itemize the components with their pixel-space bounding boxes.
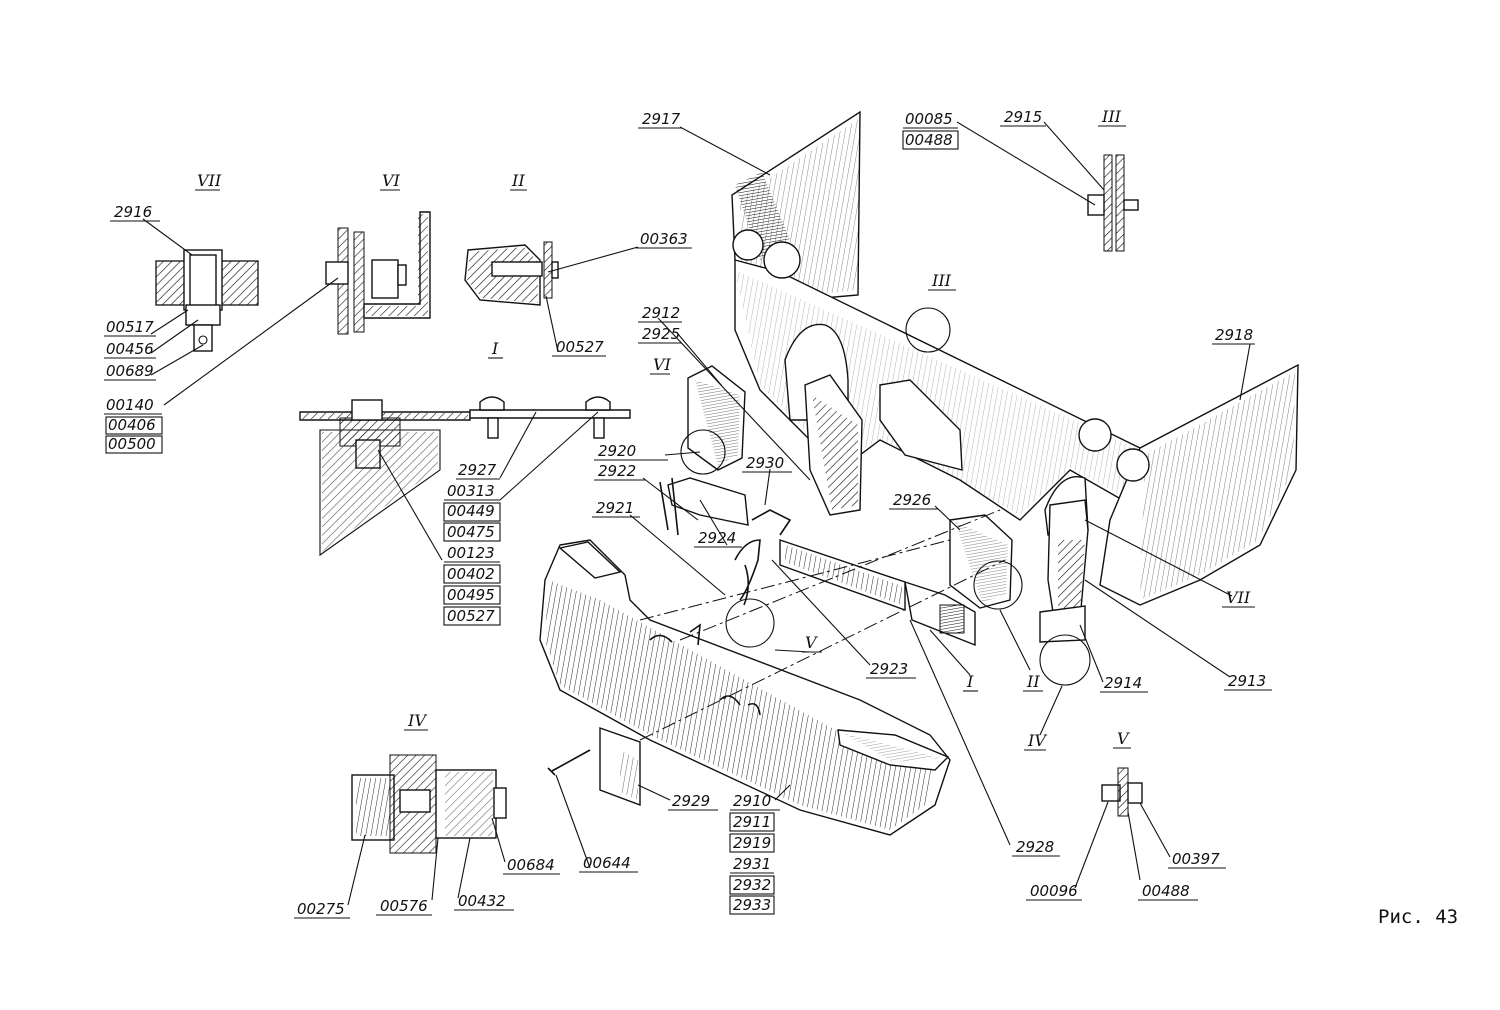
callout-2917: 2917	[642, 110, 681, 128]
detail-iv	[351, 754, 507, 854]
callout-00644: 00644	[583, 854, 631, 872]
callout-2932: 2932	[733, 876, 771, 894]
callout-2930: 2930	[746, 454, 784, 472]
leader-lines	[142, 121, 1251, 906]
callout-00495: 00495	[447, 586, 495, 604]
detail-vii	[155, 249, 259, 352]
callout-2921: 2921	[596, 499, 634, 517]
callout-2914: 2914	[1104, 674, 1142, 692]
assembly-centerlines	[639, 509, 1006, 741]
view-label-iv-circle: IV	[1027, 731, 1047, 750]
view-label-v: V	[1117, 729, 1130, 748]
figure-caption: Рис. 43	[1378, 906, 1459, 928]
callout-00456: 00456	[106, 340, 154, 358]
callout-2929: 2929	[672, 792, 710, 810]
view-label-ii-bracket: II	[1026, 672, 1040, 691]
view-label-v-circle: V	[805, 633, 818, 652]
detail-iii	[1087, 154, 1139, 252]
callout-2928: 2928	[1016, 838, 1054, 856]
callout-2915: 2915	[1004, 108, 1042, 126]
callout-2920: 2920	[598, 442, 636, 460]
callout-00527-i: 00527	[447, 607, 495, 625]
callout-00275: 00275	[297, 900, 345, 918]
view-label-i-strip: I	[966, 672, 974, 691]
view-label-vii-panel: VII	[1226, 588, 1251, 607]
view-label-ii-detail: II	[511, 171, 525, 190]
callout-2923: 2923	[870, 660, 908, 678]
callout-2925: 2925	[642, 325, 680, 343]
callout-00313: 00313	[447, 482, 495, 500]
callout-2927: 2927	[458, 461, 497, 479]
callout-00449: 00449	[447, 502, 495, 520]
plate-2929	[547, 727, 641, 807]
detail-vi	[325, 211, 431, 335]
callout-00397: 00397	[1172, 850, 1220, 868]
view-label-vii: VII	[197, 171, 222, 190]
detail-ii	[464, 241, 559, 306]
callout-2919: 2919	[733, 834, 771, 852]
view-label-vi: VI	[382, 171, 401, 190]
callout-00140: 00140	[106, 396, 154, 414]
callout-2918: 2918	[1215, 326, 1253, 344]
callout-00123: 00123	[447, 544, 495, 562]
callout-2922: 2922	[598, 462, 636, 480]
callout-00527-ii: 00527	[556, 338, 604, 356]
side-brackets	[680, 365, 1091, 686]
callout-2916: 2916	[114, 203, 152, 221]
view-label-iii-detail: III	[1101, 107, 1122, 126]
callout-2913: 2913	[1228, 672, 1266, 690]
callout-00475: 00475	[447, 523, 495, 541]
callout-00500: 00500	[108, 435, 156, 453]
view-labels: VII VI II I III III VI V I II IV VII IV …	[195, 107, 1255, 751]
callout-00406: 00406	[108, 416, 156, 434]
detail-i	[299, 396, 631, 557]
callout-2933: 2933	[733, 896, 771, 914]
callout-00085: 00085	[905, 110, 953, 128]
callout-2910: 2910	[733, 792, 771, 810]
view-label-vi-bracket: VI	[653, 355, 672, 374]
callout-00096: 00096	[1030, 882, 1078, 900]
callout-2911: 2911	[733, 813, 771, 831]
callout-00517: 00517	[106, 318, 154, 336]
part-callouts: 2916 00517 00456 00689 00140 00406 00500…	[104, 108, 1272, 919]
callout-2926: 2926	[893, 491, 931, 509]
view-label-i-detail: I	[491, 339, 499, 358]
callout-2924: 2924	[698, 529, 736, 547]
detail-v	[1101, 767, 1143, 817]
callout-2912: 2912	[642, 304, 680, 322]
callout-00432: 00432	[458, 892, 506, 910]
callout-2931: 2931	[733, 855, 771, 873]
view-label-iii-panel: III	[931, 271, 952, 290]
callout-00363: 00363	[640, 230, 688, 248]
grille-strip	[659, 477, 976, 648]
callout-00576: 00576	[380, 897, 428, 915]
cab-front-panel	[731, 110, 1299, 643]
callout-00488-v: 00488	[1142, 882, 1190, 900]
callout-00684: 00684	[507, 856, 555, 874]
view-label-iv: IV	[407, 711, 427, 730]
callout-00689: 00689	[106, 362, 154, 380]
callout-00402: 00402	[447, 565, 495, 583]
callout-00488-iii: 00488	[905, 131, 953, 149]
bumper	[539, 539, 951, 836]
